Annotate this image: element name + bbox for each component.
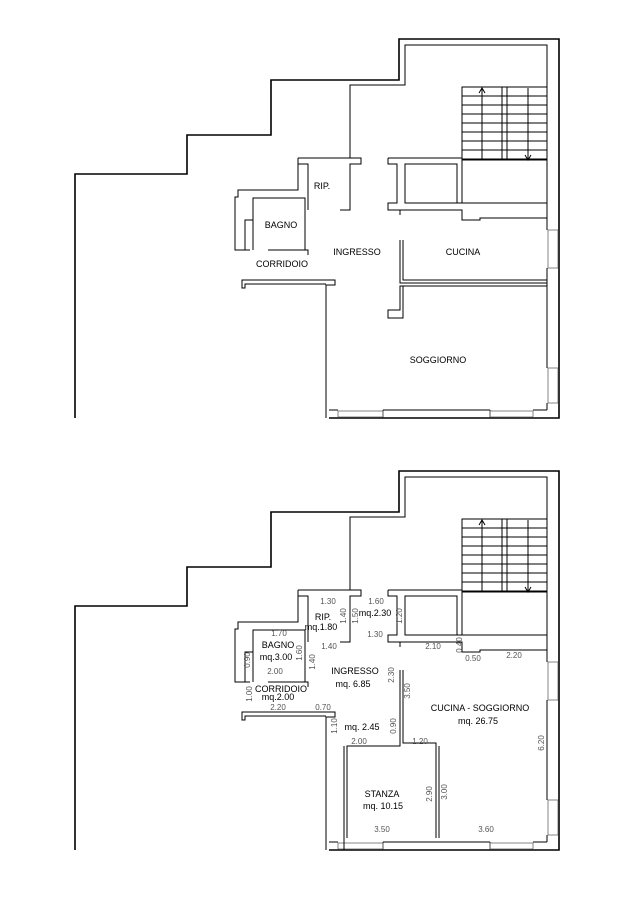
- dimension-label: 3.00: [440, 784, 449, 800]
- dimension-label: 2.20: [506, 651, 522, 660]
- dimension-label: 0.70: [315, 703, 331, 712]
- room-label: mq.2.30: [359, 608, 392, 618]
- dimension-label: 0.40: [455, 637, 464, 653]
- room-label: mq.2.00: [262, 692, 295, 702]
- room-label: SOGGIORNO: [410, 355, 467, 365]
- room-label: CORRIDOIO: [255, 684, 307, 694]
- top-floor-plan: RIP. BAGNO INGRESSO CUCINA CORRIDOIO SOGGIORN…: [74, 38, 560, 419]
- room-label: mq. 10.15: [363, 801, 403, 811]
- dimension-label: 0.90: [389, 718, 398, 734]
- dimension-label: 1.40: [321, 642, 337, 651]
- room-label: BAGNO: [265, 220, 298, 230]
- dimension-label: 1.40: [308, 654, 317, 670]
- room-label: INGRESSO: [331, 666, 379, 676]
- dimension-label: 0.50: [465, 654, 481, 663]
- dimension-label: 2.20: [270, 703, 286, 712]
- dimension-label: 1.60: [368, 597, 384, 606]
- dimension-label: 1.10: [330, 718, 339, 734]
- room-label: mq. 6.85: [335, 679, 370, 689]
- room-label: mq.3.00: [260, 652, 293, 662]
- dimension-label: 1.30: [367, 630, 383, 639]
- room-label: CUCINA - SOGGIORNO: [431, 703, 530, 713]
- room-label: BAGNO: [262, 640, 295, 650]
- dimension-label: 3.50: [374, 825, 390, 834]
- room-label: RIP.: [315, 612, 331, 622]
- dimension-label: 2.30: [387, 667, 396, 683]
- room-label: RIP.: [314, 181, 330, 191]
- dimension-label: 2.00: [267, 667, 283, 676]
- dimension-label: 1.50: [351, 608, 360, 624]
- room-label: INGRESSO: [333, 247, 381, 257]
- dimension-label: 3.60: [478, 825, 494, 834]
- dimension-label: 0.90: [243, 652, 252, 668]
- dimension-label: 1.70: [271, 629, 287, 638]
- room-label: mq.1.80: [305, 622, 338, 632]
- room-label: CUCINA: [446, 247, 481, 257]
- dimension-label: 6.20: [537, 735, 546, 751]
- dimension-label: 1.00: [245, 686, 254, 702]
- dimension-label: 1.30: [320, 597, 336, 606]
- bottom-floor-plan: [74, 470, 560, 851]
- dimension-label: 1.40: [339, 608, 348, 624]
- dimension-label: 1.20: [412, 737, 428, 746]
- dimension-label: 1.20: [395, 608, 404, 624]
- dimension-label: 2.00: [351, 737, 367, 746]
- room-label: CORRIDOIO: [256, 259, 308, 269]
- room-label: mq. 2.45: [344, 722, 379, 732]
- room-label: STANZA: [365, 789, 400, 799]
- dimension-label: 2.90: [425, 786, 434, 802]
- dimension-label: 3.50: [403, 683, 412, 699]
- dimension-label: 1.60: [295, 645, 304, 661]
- dimension-label: 2.10: [425, 642, 441, 651]
- room-label: mq. 26.75: [458, 716, 498, 726]
